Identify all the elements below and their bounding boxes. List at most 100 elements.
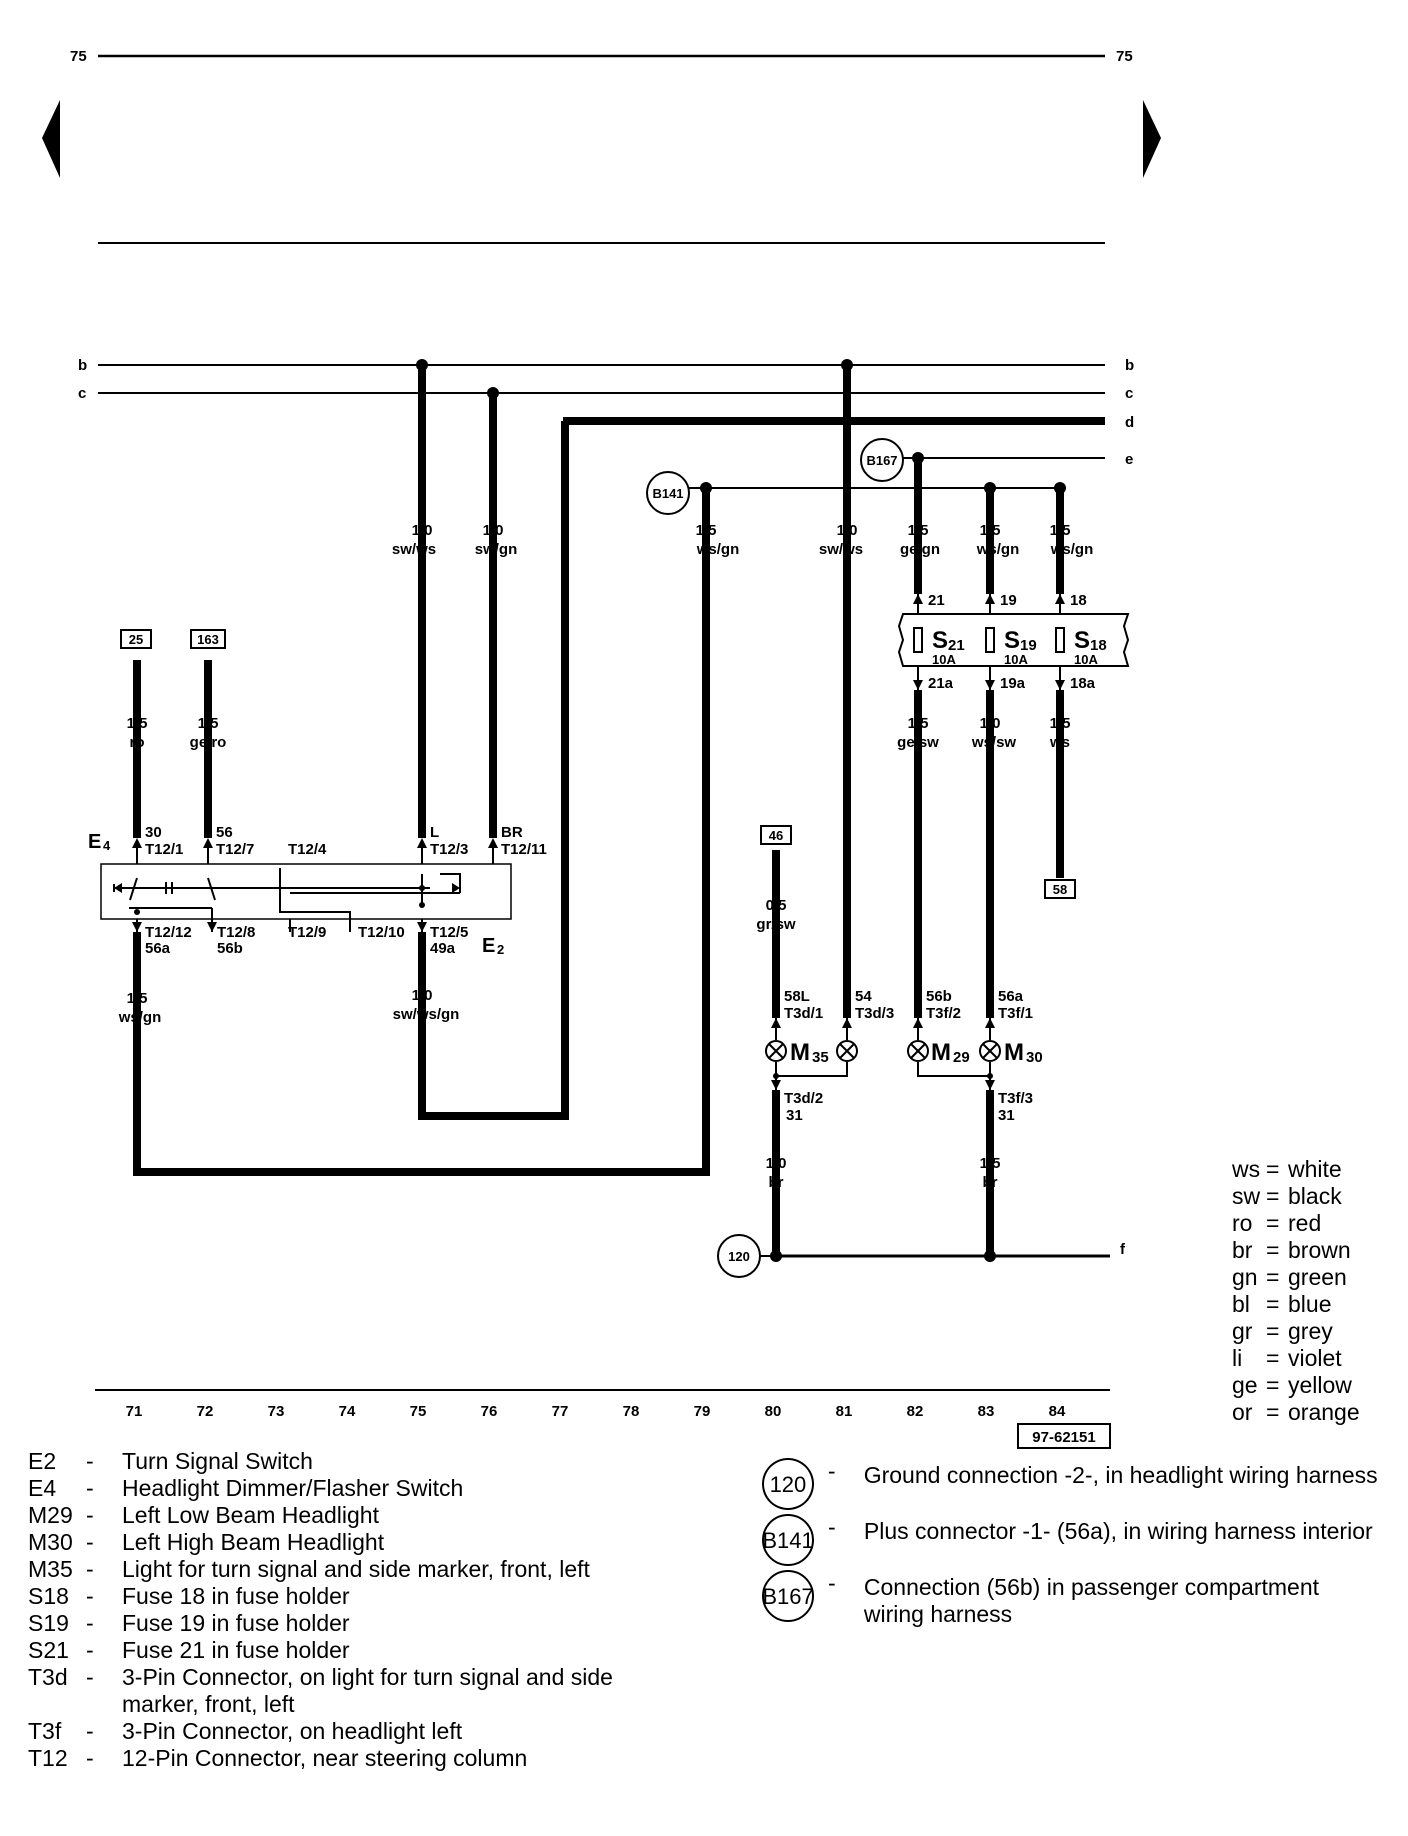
svg-text:56: 56 xyxy=(216,824,233,841)
connector-box-58: 58 xyxy=(1053,882,1067,897)
wiring-diagram: 75 75 b c b c d e f xyxy=(42,48,1161,1449)
lamp-m29-label: M xyxy=(931,1039,951,1066)
svg-text:T12/10: T12/10 xyxy=(358,924,405,941)
svg-text:35: 35 xyxy=(812,1049,829,1066)
svg-text:78: 78 xyxy=(623,1403,640,1420)
wire-color: ro xyxy=(130,734,145,751)
svg-text:30: 30 xyxy=(145,824,162,841)
connector-circle-b141: B141 xyxy=(652,486,683,501)
svg-text:76: 76 xyxy=(481,1403,498,1420)
lamp-labels: M 35 M 29 M 30 58L T3d/1 54 T3d/3 56b T3… xyxy=(784,988,1043,1124)
svg-text:49a: 49a xyxy=(430,940,456,957)
svg-text:18a: 18a xyxy=(1070,675,1096,692)
connector-box-46: 46 xyxy=(769,828,783,843)
lamp-m30-label: M xyxy=(1004,1039,1024,1066)
svg-text:56b: 56b xyxy=(217,940,243,957)
svg-text:56b: 56b xyxy=(926,988,952,1005)
switch-assembly xyxy=(100,838,512,932)
wire-size: 1,5 xyxy=(127,990,148,1007)
svg-text:T3f/1: T3f/1 xyxy=(998,1005,1033,1022)
svg-text:72: 72 xyxy=(197,1403,214,1420)
svg-text:19a: 19a xyxy=(1000,675,1026,692)
svg-text:T12/5: T12/5 xyxy=(430,924,468,941)
svg-text:T12/9: T12/9 xyxy=(288,924,326,941)
connector-box-163: 163 xyxy=(197,632,219,647)
wire-color: ws xyxy=(1049,734,1070,751)
wire-color: ge/sw xyxy=(897,734,939,751)
svg-text:79: 79 xyxy=(694,1403,711,1420)
wire-size: 1,5 xyxy=(198,715,219,732)
legend-row: B141-Plus connector -1- (56a), in wiring… xyxy=(762,1514,1382,1566)
wire-size: 1,0 xyxy=(837,522,858,539)
svg-text:18: 18 xyxy=(1090,637,1107,654)
svg-text:80: 80 xyxy=(765,1403,782,1420)
fuse-holder xyxy=(897,594,1130,690)
wire-size: 1,5 xyxy=(696,522,717,539)
prev-page-arrow-icon[interactable] xyxy=(42,100,60,178)
wire-color: br xyxy=(983,1174,998,1191)
next-page-arrow-icon[interactable] xyxy=(1143,100,1161,178)
wire-color: sw/ws/gn xyxy=(393,1006,460,1023)
wire-color: sw/ws xyxy=(819,541,863,558)
svg-text:19: 19 xyxy=(1000,592,1017,609)
svg-text:21: 21 xyxy=(928,592,945,609)
wire-color: br xyxy=(769,1174,784,1191)
svg-text:T3d/1: T3d/1 xyxy=(784,1005,823,1022)
svg-text:T12/11: T12/11 xyxy=(501,841,547,858)
wire-size: 1,0 xyxy=(412,522,433,539)
svg-text:29: 29 xyxy=(953,1049,970,1066)
wire-size: 0,5 xyxy=(766,897,787,914)
circle-connectors xyxy=(646,438,904,1278)
wire-color: ws/gn xyxy=(696,541,740,558)
wire-size: 1,0 xyxy=(412,987,433,1004)
legend-row: T3f-3-Pin Connector, on headlight left xyxy=(28,1718,463,1744)
svg-text:75: 75 xyxy=(410,1403,427,1420)
switch-e2-sub: 2 xyxy=(497,942,504,957)
lamp-m35-label: M xyxy=(790,1039,810,1066)
wire-labels: 1,5 ro 1,5 ge/ro 1,0 sw/ws 1,0 sw/gn 1,5… xyxy=(118,522,1094,1191)
svg-text:T12/4: T12/4 xyxy=(288,841,327,858)
svg-text:71: 71 xyxy=(126,1403,143,1420)
legend-row: M29-Left Low Beam Headlight xyxy=(28,1502,379,1528)
bus-label-c-left: c xyxy=(78,385,86,402)
legend-row: T3d-3-Pin Connector, on light for turn s… xyxy=(28,1664,613,1717)
svg-text:83: 83 xyxy=(978,1403,995,1420)
grid-numbers: 71 72 73 74 75 76 77 78 79 80 81 82 83 8… xyxy=(126,1403,1066,1420)
wire-size: 1,5 xyxy=(908,715,929,732)
svg-text:BR: BR xyxy=(501,824,523,841)
svg-text:21a: 21a xyxy=(928,675,954,692)
switch-pin-labels: 30 T12/1 56 T12/7 T12/4 L T12/3 BR T12/1… xyxy=(145,824,547,957)
fuse-labels: S 21 10A 21 21a S 19 10A 19 19a S 18 10A… xyxy=(928,592,1107,692)
svg-text:T3d/3: T3d/3 xyxy=(855,1005,894,1022)
svg-text:31: 31 xyxy=(786,1107,803,1124)
svg-text:T12/1: T12/1 xyxy=(145,841,183,858)
svg-text:T12/3: T12/3 xyxy=(430,841,468,858)
fuse-s21-label: S xyxy=(932,627,948,654)
wire-size: 1,0 xyxy=(483,522,504,539)
svg-text:T12/8: T12/8 xyxy=(217,924,255,941)
connection-legend: 120-Ground connection -2-, in headlight … xyxy=(762,1458,1382,1632)
bus-label-d: d xyxy=(1125,414,1134,431)
legend-row: B167-Connection (56b) in passenger compa… xyxy=(762,1570,1320,1627)
legend-row: S19-Fuse 19 in fuse holder xyxy=(28,1610,350,1636)
legend-row: M35-Light for turn signal and side marke… xyxy=(28,1556,590,1582)
wire-size: 1,5 xyxy=(127,715,148,732)
wire-color: ws/sw xyxy=(971,734,1017,751)
switch-e4-label: E xyxy=(88,831,101,853)
wire-size: 1,0 xyxy=(980,715,1001,732)
legend-row: M30-Left High Beam Headlight xyxy=(28,1529,385,1555)
fuse-s18-label: S xyxy=(1074,627,1090,654)
switch-e4-sub: 4 xyxy=(103,838,111,853)
svg-text:58L: 58L xyxy=(784,988,810,1005)
fuse-s19-label: S xyxy=(1004,627,1020,654)
wires xyxy=(133,365,1064,1256)
svg-text:18: 18 xyxy=(1070,592,1087,609)
svg-text:19: 19 xyxy=(1020,637,1037,654)
svg-text:T3f/2: T3f/2 xyxy=(926,1005,961,1022)
svg-text:10A: 10A xyxy=(1074,652,1098,667)
legend-row: 120-Ground connection -2-, in headlight … xyxy=(762,1458,1382,1510)
figure-id: 97-62151 xyxy=(1032,1429,1095,1446)
svg-text:10A: 10A xyxy=(932,652,956,667)
svg-text:T3d/2: T3d/2 xyxy=(784,1090,823,1107)
color-abbreviation-legend: ws=white sw=black ro=red br=brown gn=gre… xyxy=(1232,1156,1360,1425)
